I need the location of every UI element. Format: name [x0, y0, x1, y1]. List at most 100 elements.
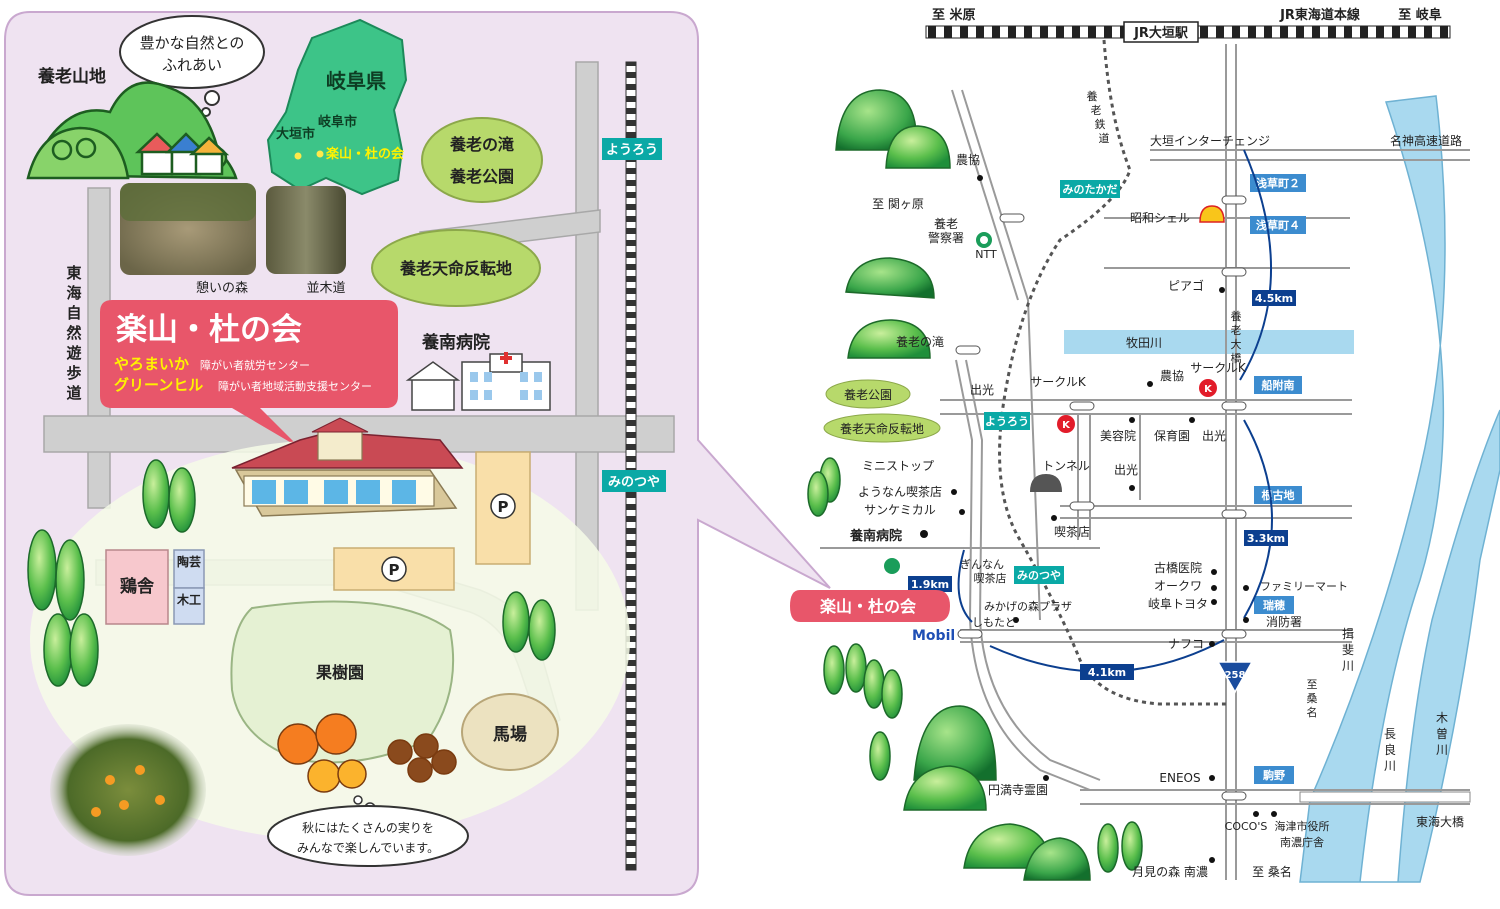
piago: ピアゴ	[1168, 278, 1204, 293]
to-kuwana2: 至 桑名	[1252, 864, 1292, 879]
trail-char: 海	[66, 284, 81, 302]
photo-rest-forest: 憩いの森	[120, 183, 256, 296]
trail-char: 遊	[66, 344, 81, 362]
kiso-char: 曽	[1436, 726, 1448, 741]
railway-char: 老	[1091, 104, 1102, 117]
nagara-char: 川	[1384, 759, 1396, 773]
fire-station: 消防署	[1266, 614, 1302, 629]
pottery-label-1: 陶芸	[177, 554, 201, 569]
park-yoro-falls: 養老の滝 養老公園	[421, 117, 543, 203]
cocos: COCO'S	[1225, 820, 1268, 833]
label-funatsuke: 船附南	[1262, 378, 1295, 392]
city-site: 楽山・杜の会	[325, 146, 405, 162]
ohashi-char: 養	[1231, 309, 1242, 323]
yoro-railway	[998, 39, 1226, 706]
trail-char: 東	[66, 264, 81, 282]
autumn-line1: 秋にはたくさんの実りを	[302, 820, 434, 835]
autumn-line2: みんなで楽しんでいます。	[297, 841, 439, 855]
kuwana-char: 至	[1307, 678, 1318, 691]
bubble-line1: 豊かな自然との	[140, 34, 245, 52]
tunnel: トンネル	[1042, 459, 1090, 473]
parking-lot-1: P	[475, 451, 531, 565]
nokyo2: 農協	[1160, 368, 1184, 383]
ginnan-line1: ぎんなん	[960, 557, 1004, 571]
kiso-nagara-ibi-rivers	[1299, 95, 1500, 883]
circle-k-right: サークルK	[1190, 361, 1247, 375]
ibi-char: 斐	[1342, 643, 1354, 657]
chicken-coop: 鶏舎	[105, 549, 169, 625]
org-location-tag: 楽山・杜の会	[790, 558, 950, 622]
city-gifu: 岐阜市	[318, 114, 357, 130]
org-sub1-desc: 障がい者就労センター	[200, 358, 310, 372]
biyoin: 美容院	[1100, 428, 1136, 443]
jr-station-box	[1123, 21, 1199, 43]
station-sign-minotsuya-right: みのつや	[1014, 566, 1064, 584]
station-yoro-label: ようろう	[606, 143, 658, 158]
okuwa: オークワ	[1154, 579, 1202, 593]
org-label-box: 楽山・杜の会 やろまいか 障がい者就労センター グリーンヒル 障がい者地域活動支…	[100, 300, 398, 448]
orchard-label: 果樹園	[315, 663, 364, 682]
hospital: 養南病院	[405, 332, 551, 411]
right-place-labels: 大垣インターチェンジ 名神高速道路 農協 至 関ヶ原 養老 警察署 NTT 昭和…	[849, 133, 1464, 879]
svg-text:K: K	[1062, 420, 1071, 431]
pottery-woodwork: 陶芸 木工	[173, 549, 205, 625]
org-sub1-name: やろまいか	[114, 355, 189, 373]
tsukimi: 月見の森 南濃	[1132, 864, 1208, 879]
police-line1: 養老	[934, 216, 958, 231]
label-komano: 駒野	[1263, 768, 1285, 782]
jr-line: JR東海道本線	[1279, 7, 1361, 23]
deko2: 出光	[1202, 429, 1226, 443]
railway-char: 鉄	[1095, 117, 1106, 131]
ginnan-line2: 喫茶店	[974, 571, 1007, 585]
ohashi-char: 橋	[1231, 351, 1242, 365]
distance-d3: 1.9km	[911, 578, 949, 591]
ibi-char: 揖	[1342, 627, 1354, 641]
label-asakusa2: 浅草町２	[1256, 176, 1300, 190]
younan-hospital: 養南病院	[849, 528, 902, 544]
makita-river-label: 牧田川	[1126, 336, 1162, 350]
distance-d1: 4.5km	[1255, 292, 1293, 305]
svg-text:みのたかだ: みのたかだ	[1063, 183, 1118, 196]
to-gifu: 至 岐阜	[1398, 7, 1442, 23]
org-sub2-desc: 障がい者地域活動支援センター	[218, 379, 372, 393]
deko1: 出光	[970, 383, 994, 397]
nafuko: ナフコ	[1168, 637, 1204, 651]
trail-char: 歩	[66, 364, 81, 382]
kuwana-char: 桑	[1307, 692, 1318, 705]
younan-cafe: ようなん喫茶店	[858, 484, 942, 499]
police-icon	[976, 232, 992, 248]
org-title: 楽山・杜の会	[116, 312, 302, 348]
ohashi-char: 大	[1231, 337, 1242, 351]
distance-d2: 3.3km	[1247, 532, 1285, 545]
showa-shell: 昭和シェル	[1130, 211, 1190, 225]
trail-char: 自	[66, 304, 81, 322]
ohashi-char: 老	[1231, 324, 1242, 337]
route-258-shield: 258	[1216, 661, 1254, 694]
mountains-label: 養老山地	[37, 66, 106, 87]
route-258-label: 258	[1225, 670, 1246, 681]
city-ogaki: 大垣市	[276, 126, 315, 142]
autumn-bubble: 秋にはたくさんの実りを みんなで楽しんでいます。	[267, 795, 469, 867]
trail-char: 然	[66, 324, 81, 342]
label-asakusa4: 浅草町４	[1256, 218, 1300, 232]
yoro-park-right: 養老公園	[844, 387, 892, 402]
ntt: NTT	[975, 248, 997, 261]
nokyo-top: 農協	[956, 152, 980, 167]
mobil-logo: Mobil	[912, 628, 955, 644]
thought-bubble: 豊かな自然との ふれあい	[119, 15, 265, 117]
makita-river	[1064, 330, 1354, 354]
kiso-char: 川	[1436, 743, 1448, 757]
eneos: ENEOS	[1159, 771, 1200, 785]
bridge-mark	[1299, 791, 1471, 803]
station-sign-minotakada: みのたかだ	[1060, 180, 1120, 198]
left-trees	[27, 459, 556, 687]
station-yoro-right-label: ようろう	[985, 415, 1029, 428]
yoro-falls-right: 養老の滝	[896, 334, 944, 349]
park-tenmei: 養老天命反転地	[371, 229, 541, 307]
nagara-char: 良	[1384, 742, 1396, 757]
sankemical: サンケミカル	[864, 503, 936, 517]
trail-char: 道	[66, 384, 81, 402]
to-maibara: 至 米原	[932, 7, 976, 23]
hoikuen: 保育園	[1154, 428, 1190, 443]
svg-text:K: K	[1204, 384, 1213, 395]
